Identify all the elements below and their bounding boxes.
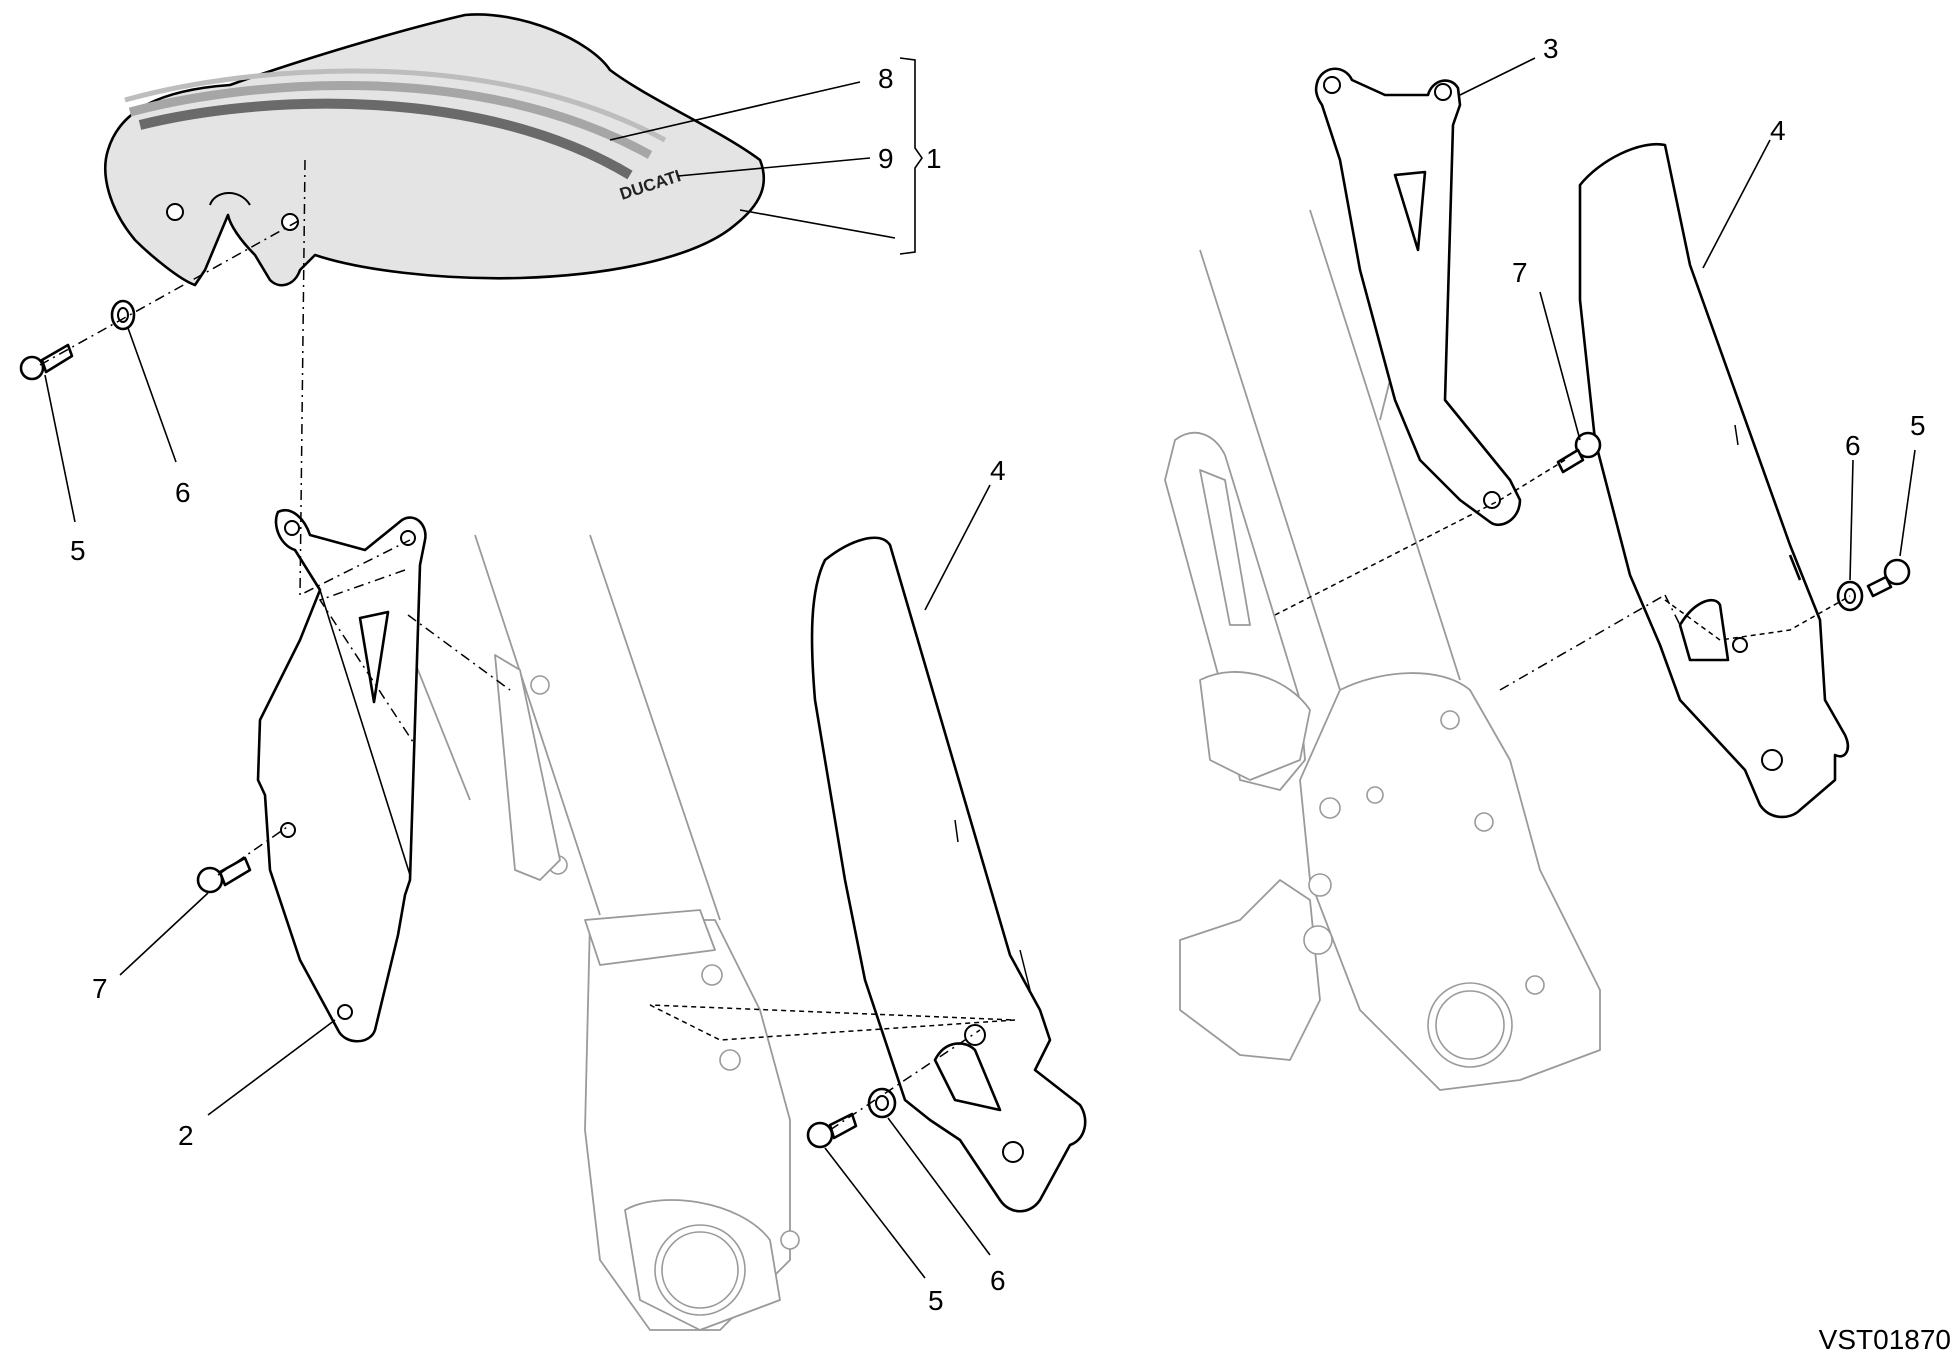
leader-8 [609, 81, 861, 141]
callout-7-right: 7 [1512, 257, 1528, 288]
screw-5-bottom-left [806, 1112, 858, 1149]
bracket-group-1 [899, 57, 923, 255]
left-fender-bracket [256, 509, 427, 1043]
leader-6b [887, 1117, 991, 1256]
leader-4a [924, 484, 991, 611]
callout-5-right: 5 [1910, 410, 1926, 441]
callout-5-bottom-left: 5 [928, 1285, 944, 1316]
fender-stripe-light [128, 80, 653, 159]
axis-guard-washer-right [1664, 595, 1851, 641]
axis-bracket-fork-lower [407, 614, 511, 691]
callout-6-right: 6 [1845, 430, 1861, 461]
right-fork-leg [1164, 209, 1601, 1091]
axis-bracket-fork [318, 569, 416, 746]
leader-6c [1849, 459, 1854, 581]
screw-7-left [196, 856, 252, 894]
leader-3 [1459, 57, 1536, 96]
callout-7-left: 7 [92, 973, 108, 1004]
fender-body [104, 13, 766, 287]
leader-5c [1899, 449, 1916, 557]
callout-3: 3 [1543, 33, 1559, 64]
callout-4-right: 4 [1770, 115, 1786, 146]
callout-6-top-left: 6 [175, 477, 191, 508]
fender-stripe-pale [124, 68, 667, 143]
leader-2 [207, 1019, 336, 1116]
leader-5b [824, 1147, 926, 1279]
screw-5-right [1866, 558, 1911, 598]
axis-guard-fork [649, 1004, 1016, 1041]
left-fork-guard [810, 536, 1087, 1213]
fender-stripe-dark [138, 98, 633, 180]
leader-1-fender [739, 209, 896, 239]
leader-7a [119, 892, 209, 976]
right-fender-bracket [1314, 67, 1522, 527]
axis-fork-guard-right [1499, 594, 1666, 691]
axis-screw5-fender [39, 219, 301, 366]
callout-8: 8 [878, 63, 894, 94]
axis-guard-hole-right [1664, 594, 1681, 626]
leader-4b [1702, 139, 1771, 269]
axis-screw7-bracket [217, 824, 291, 876]
leader-5a [44, 374, 76, 523]
leader-7b [1539, 291, 1581, 441]
callout-2: 2 [178, 1120, 194, 1151]
callout-9: 9 [878, 143, 894, 174]
right-fork-guard [1578, 142, 1850, 819]
leader-9 [677, 157, 871, 177]
callout-4-left: 4 [990, 455, 1006, 486]
callout-1: 1 [926, 143, 942, 174]
front-fender: DUCATI [104, 13, 766, 287]
fender-mount-hole-rear [281, 213, 299, 231]
fender-mount-hole-front [166, 203, 184, 221]
callout-5-top-left: 5 [70, 535, 86, 566]
screw-7-right [1556, 431, 1602, 474]
axis-screw5-guard [829, 1029, 981, 1131]
callout-6-bottom-left: 6 [990, 1265, 1006, 1296]
axis-screw7-bracket-right [1274, 459, 1566, 616]
left-fork-leg [379, 534, 800, 1331]
washer-6-bottom-left [867, 1087, 897, 1119]
leader-6a [127, 327, 177, 463]
diagram-reference-code: VST01870 [1818, 1324, 1951, 1355]
